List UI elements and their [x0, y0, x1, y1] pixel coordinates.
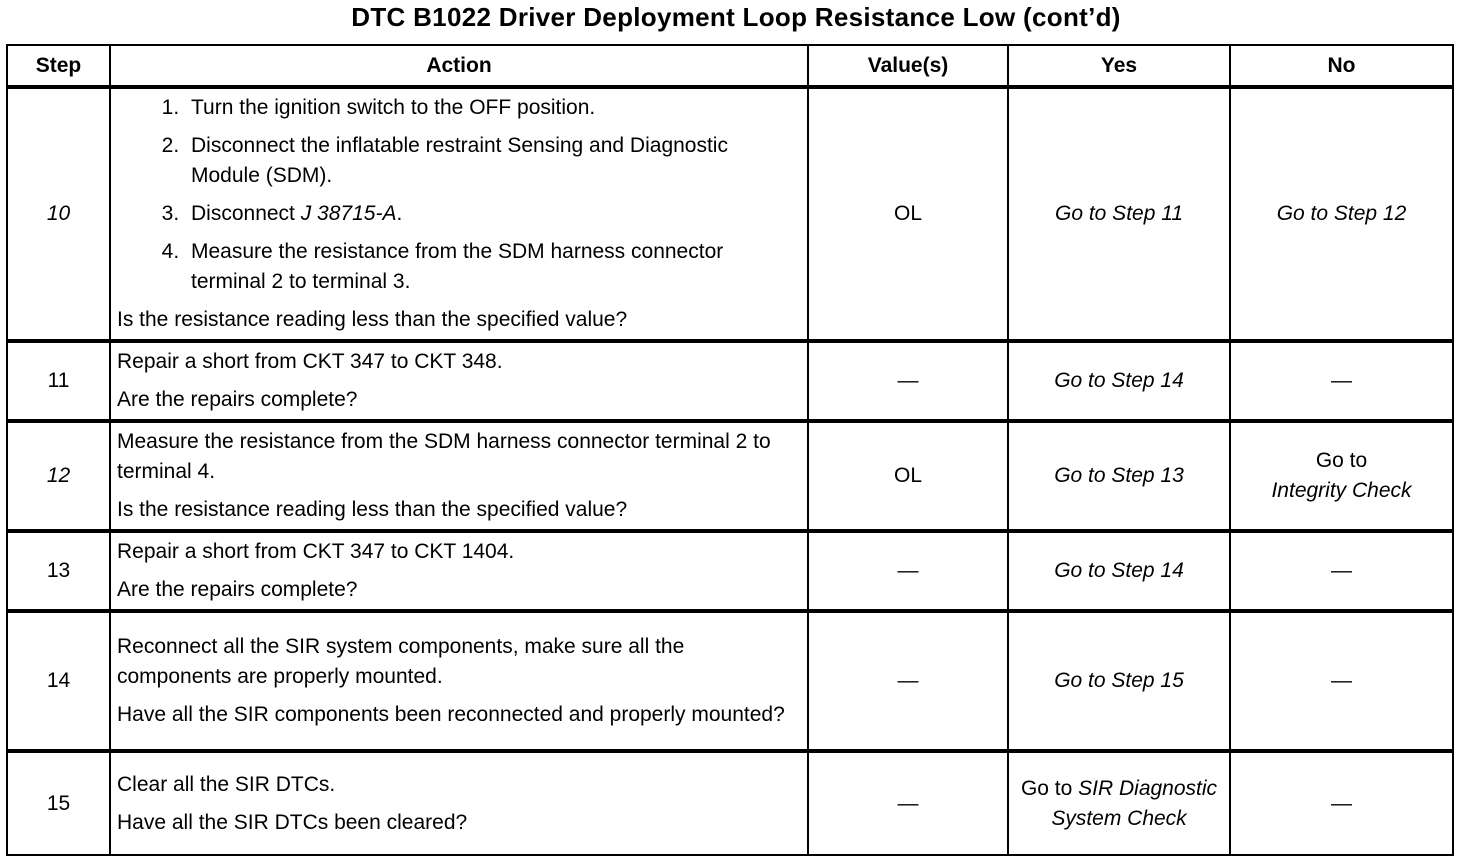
no-link[interactable]: Go to Step 12 [1229, 85, 1454, 342]
step-number: 14 [6, 609, 111, 752]
question-text: Have all the SIR DTCs been cleared? [117, 810, 468, 834]
diagnostic-table: Step Action Value(s) Yes No 10 Turn the … [6, 44, 1454, 856]
table-row: 11 Repair a short from CKT 347 to CKT 34… [6, 339, 1454, 422]
action-cell: Measure the resistance from the SDM harn… [109, 419, 809, 532]
no-cell: — [1229, 609, 1454, 752]
header-yes: Yes [1007, 44, 1231, 88]
header-row: Step Action Value(s) Yes No [6, 44, 1454, 88]
table-row: 15 Clear all the SIR DTCs. Have all the … [6, 749, 1454, 856]
question-text: Is the resistance reading less than the … [117, 308, 628, 331]
action-cell: Reconnect all the SIR system components,… [109, 609, 809, 752]
substep-text: . [396, 202, 403, 225]
yes-text: Go to [1020, 776, 1079, 800]
value-cell: OL [807, 419, 1009, 532]
question-text: Are the repairs complete? [117, 578, 358, 601]
tool-reference: J 38715-A [300, 202, 397, 225]
table-row: 13 Repair a short from CKT 347 to CKT 14… [6, 529, 1454, 612]
table-row: 14 Reconnect all the SIR system componen… [6, 609, 1454, 752]
header-action: Action [109, 44, 809, 88]
action-cell: Clear all the SIR DTCs. Have all the SIR… [109, 749, 809, 856]
instruction-text: Reconnect all the SIR system components,… [117, 635, 685, 688]
table-row: 10 Turn the ignition switch to the OFF p… [6, 85, 1454, 342]
substep-list: Turn the ignition switch to the OFF posi… [117, 93, 801, 297]
yes-link[interactable]: Go to Step 11 [1007, 85, 1231, 342]
page-title: DTC B1022 Driver Deployment Loop Resista… [351, 2, 1121, 32]
header-value: Value(s) [807, 44, 1009, 88]
yes-link[interactable]: Go to Step 14 [1007, 339, 1231, 422]
instruction-text: Repair a short from CKT 347 to CKT 348. [117, 350, 503, 373]
table-row: 12 Measure the resistance from the SDM h… [6, 419, 1454, 532]
integrity-check-link[interactable]: Integrity Check [1271, 479, 1412, 502]
no-cell: Go to Integrity Check [1229, 419, 1454, 532]
substep: Disconnect the inflatable restraint Sens… [185, 131, 801, 191]
yes-link[interactable]: Go to Step 14 [1007, 529, 1231, 612]
value-cell: OL [807, 85, 1009, 342]
no-cell: — [1229, 749, 1454, 856]
value-cell: — [807, 609, 1009, 752]
value-cell: — [807, 339, 1009, 422]
step-number: 10 [6, 85, 111, 342]
header-no: No [1229, 44, 1454, 88]
instruction-text: Clear all the SIR DTCs. [117, 772, 336, 796]
substep: Disconnect J 38715-A. [185, 199, 801, 229]
yes-link[interactable]: Go to Step 13 [1007, 419, 1231, 532]
step-number: 12 [6, 419, 111, 532]
question-text: Are the repairs complete? [117, 388, 358, 411]
step-number: 13 [6, 529, 111, 612]
yes-cell: Go to SIR Diagnostic System Check [1007, 749, 1231, 856]
value-cell: — [807, 529, 1009, 612]
value-cell: — [807, 749, 1009, 856]
no-cell: — [1229, 339, 1454, 422]
action-cell: Turn the ignition switch to the OFF posi… [109, 85, 809, 342]
no-text: Go to [1315, 449, 1368, 472]
action-cell: Repair a short from CKT 347 to CKT 348. … [109, 339, 809, 422]
no-cell: — [1229, 529, 1454, 612]
sir-diagnostic-system-check-link[interactable]: SIR Diagnostic System Check [1051, 776, 1218, 830]
instruction-text: Repair a short from CKT 347 to CKT 1404. [117, 540, 515, 563]
question-text: Is the resistance reading less than the … [117, 498, 628, 521]
step-number: 15 [6, 749, 111, 856]
question-text: Have all the SIR components been reconne… [117, 703, 785, 726]
substep: Measure the resistance from the SDM harn… [185, 237, 801, 297]
instruction-text: Measure the resistance from the SDM harn… [117, 430, 771, 483]
substep-text: Disconnect [191, 202, 301, 225]
action-cell: Repair a short from CKT 347 to CKT 1404.… [109, 529, 809, 612]
yes-link[interactable]: Go to Step 15 [1007, 609, 1231, 752]
substep: Turn the ignition switch to the OFF posi… [185, 93, 801, 123]
step-number: 11 [6, 339, 111, 422]
header-step: Step [6, 44, 111, 88]
